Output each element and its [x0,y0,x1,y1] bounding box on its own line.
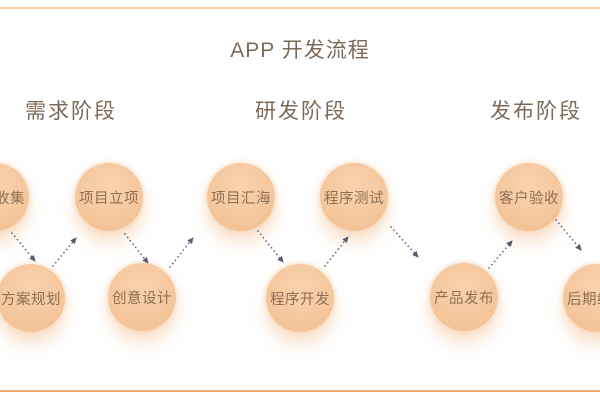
bottom-border-line [0,390,600,392]
flow-arrow [390,226,419,258]
flow-node: 程序开发 [266,264,334,332]
flow-node-label: 程序测试 [324,190,384,207]
flow-node: 产品发布 [430,263,498,331]
flow-node: 程序测试 [320,163,388,231]
flow-arrow [11,232,36,262]
flow-node-label: 方案规划 [1,291,61,308]
flow-node: 创意设计 [108,263,176,331]
flow-node-label: 后期维护 [567,291,600,308]
phase-header-release: 发布阶段 [490,100,582,123]
flow-node: 方案规划 [0,264,65,332]
flow-node: 项目汇海 [207,163,275,231]
flow-node: 需求收集 [0,163,29,231]
page-title: APP 开发流程 [230,39,370,62]
flow-arrow [555,219,582,251]
flow-node-label: 创意设计 [112,290,172,307]
flow-node-label: 程序开发 [270,291,330,308]
flow-arrow [488,240,513,269]
flow-node: 客户验收 [495,163,563,231]
flow-node: 项目立项 [75,163,143,231]
flow-node-label: 项目立项 [79,190,139,207]
flow-node-label: 需求收集 [0,190,25,207]
top-border-line [0,7,600,9]
flow-node-label: 客户验收 [499,190,559,207]
phase-header-requirements: 需求阶段 [25,100,117,123]
flow-arrow [169,237,194,268]
flow-arrow [324,236,349,267]
flow-arrow [257,230,284,263]
flow-node-label: 产品发布 [434,290,494,307]
flow-node: 后期维护 [563,264,600,332]
phase-header-development: 研发阶段 [255,100,347,123]
flow-node-label: 项目汇海 [211,190,271,207]
flow-arrow [124,233,149,264]
flow-arrow [52,237,77,267]
